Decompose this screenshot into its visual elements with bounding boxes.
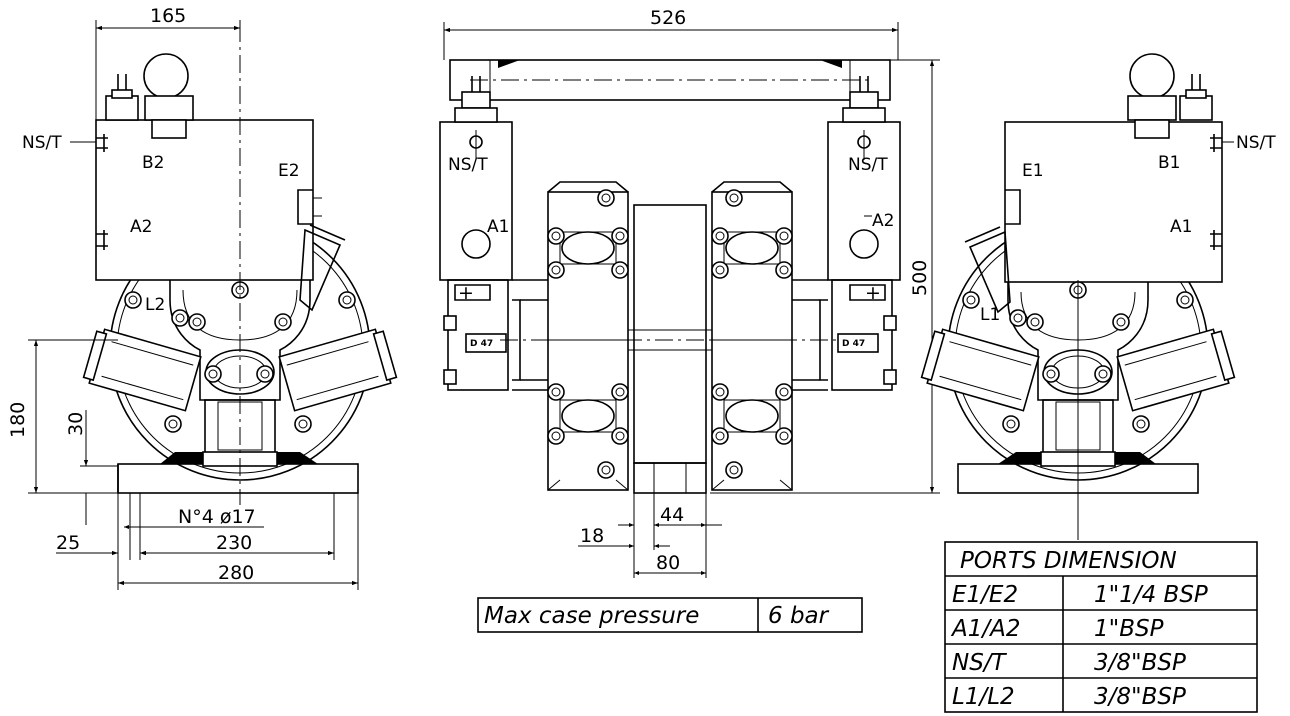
table-row-size: 3/8"BSP (1094, 650, 1186, 676)
pressure-note-value: 6 bar (768, 603, 830, 629)
table-row-port: A1/A2 (950, 616, 1020, 642)
dim-180: 180 (7, 402, 29, 438)
table-row-size: 1"BSP (1094, 616, 1164, 642)
table-row-size: 1"1/4 BSP (1094, 582, 1208, 608)
dim-230: 230 (216, 532, 252, 554)
right-label-nst: NS/T (1236, 133, 1276, 153)
right-label-e: E1 (1022, 161, 1044, 181)
base-plate (117, 463, 359, 494)
ports-table-title: PORTS DIMENSION (960, 548, 1177, 574)
front-label-nst-left: NS/T (448, 155, 488, 175)
front-label-a-left: A1 (487, 217, 509, 237)
right-side-view: NS/T B1 E1 A1 L1 (920, 53, 1276, 540)
pressure-note-label: Max case pressure (484, 603, 699, 629)
dim-526: 526 (650, 7, 686, 29)
center-body (633, 204, 707, 464)
valve-block (95, 119, 314, 281)
left-label-e: E2 (278, 161, 300, 181)
svg-text:+: + (865, 282, 881, 304)
right-label-a: A1 (1170, 217, 1192, 237)
left-label-b: B2 (142, 153, 164, 173)
dim-44: 44 (660, 504, 684, 526)
front-view: + D 47 + D 47 (439, 59, 901, 494)
left-side-view: NS/T B2 E2 A2 L2 (22, 24, 398, 505)
right-label-b: B1 (1158, 153, 1180, 173)
table-row-port: E1/E2 (952, 582, 1018, 608)
right-label-l: L1 (980, 305, 1000, 325)
table-row-size: 3/8"BSP (1094, 684, 1186, 710)
svg-text:+: + (458, 282, 474, 304)
front-label-a-right: A2 (872, 211, 894, 231)
table-row-port: L1/L2 (952, 684, 1015, 710)
table-row-port: NS/T (952, 650, 1008, 676)
pressure-note: Max case pressure 6 bar (477, 597, 863, 633)
left-label-l: L2 (145, 295, 165, 315)
left-label-a: A2 (130, 217, 152, 237)
dim-165: 165 (150, 5, 186, 27)
ports-dimension-table: PORTS DIMENSION E1/E2 1"1/4 BSP A1/A2 1"… (944, 541, 1258, 713)
right-valve-block (1004, 121, 1223, 283)
dim-mount-holes: N°4 ø17 (178, 506, 256, 528)
dim-80: 80 (656, 552, 680, 574)
front-marking-left: D 47 (470, 339, 493, 349)
front-label-nst-right: NS/T (848, 155, 888, 175)
pressure-gauge-right (1129, 53, 1175, 99)
front-view-dimensions: 526 500 44 18 80 (443, 7, 940, 578)
pressure-gauge-left (143, 53, 189, 99)
dim-25: 25 (56, 532, 80, 554)
dim-30: 30 (65, 412, 87, 436)
dim-18: 18 (580, 525, 604, 547)
front-base-foot (633, 462, 707, 494)
dim-280: 280 (218, 562, 254, 584)
front-marking-right: D 47 (842, 339, 865, 349)
left-label-nst: NS/T (22, 133, 62, 153)
dim-500: 500 (909, 260, 931, 296)
left-view-dimensions: 165 180 30 N°4 ø17 25 230 280 (7, 5, 359, 590)
